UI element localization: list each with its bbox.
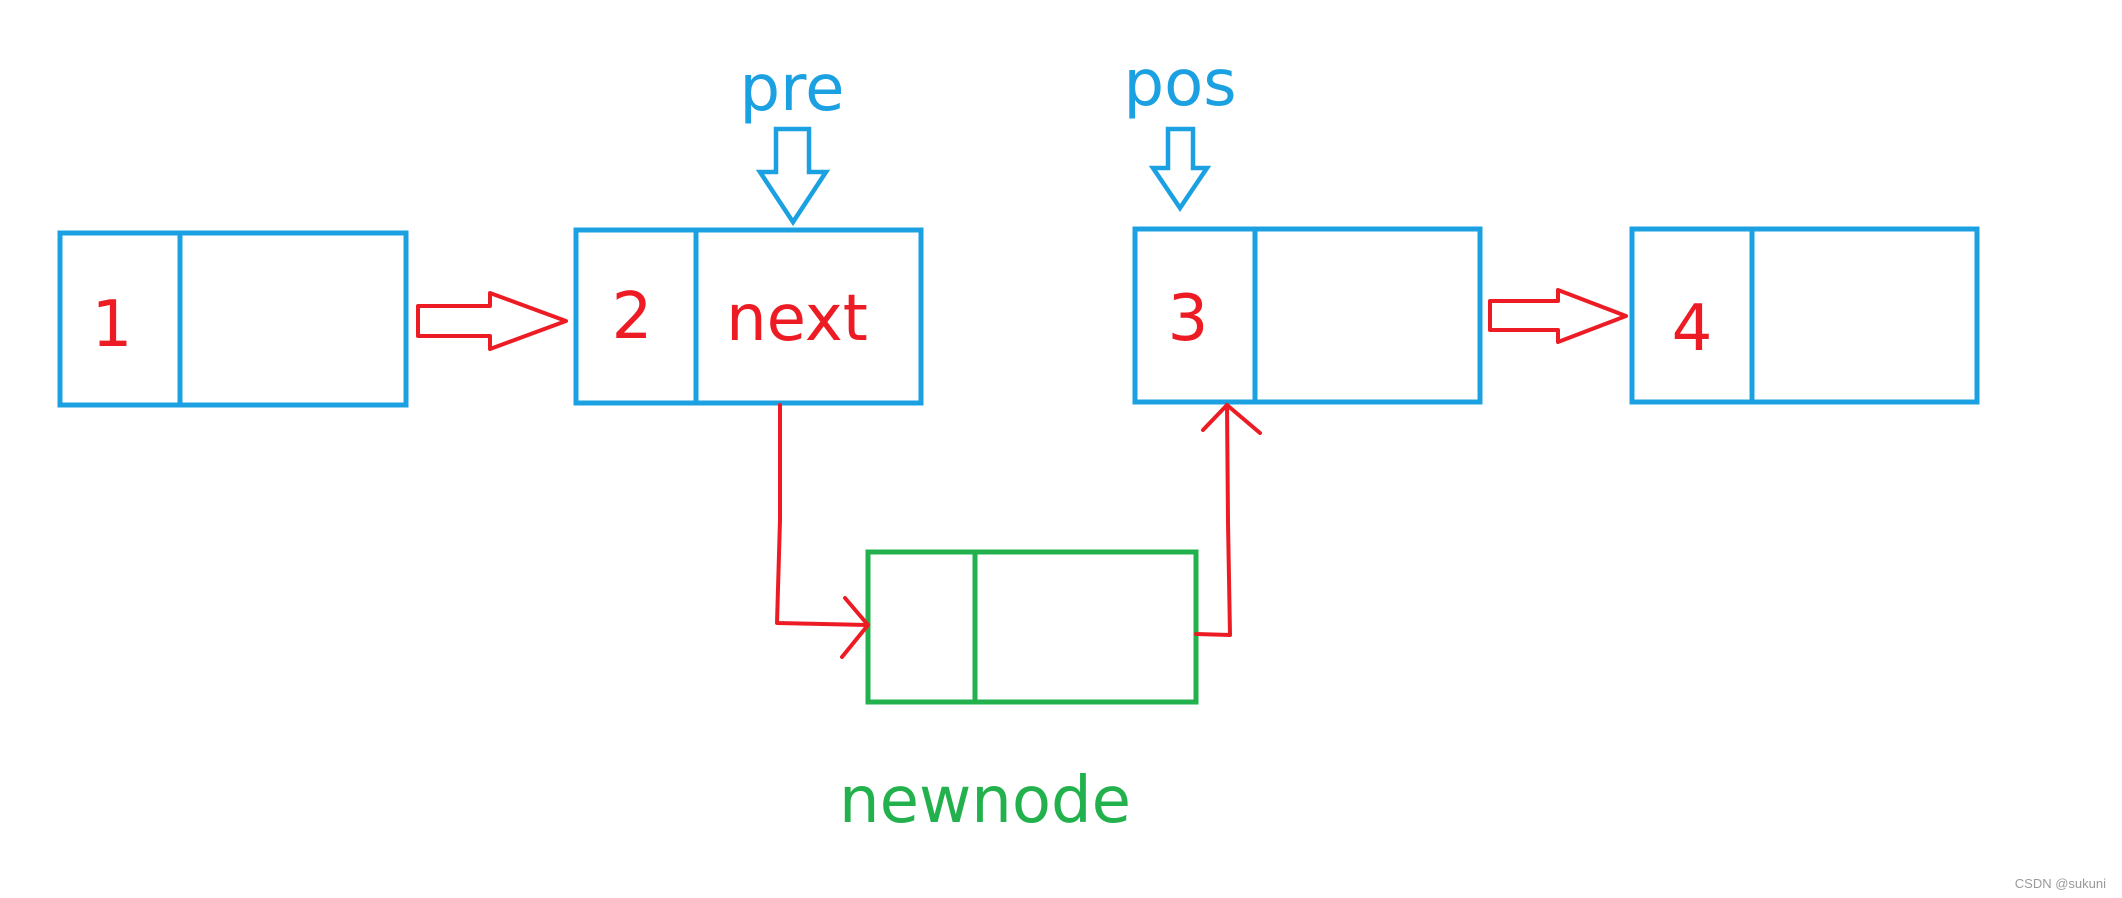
link-arrow-3-to-4	[1488, 288, 1628, 344]
link-arrow-1-to-2	[416, 291, 568, 351]
down-arrow-icon	[1148, 126, 1212, 213]
down-arrow-icon	[755, 126, 831, 227]
new-node-label: newnode	[839, 764, 1131, 838]
pos-pointer: pos	[1123, 47, 1237, 213]
arrowhead-icon	[840, 596, 870, 659]
new-node	[865, 549, 1199, 705]
node-1-value: 1	[92, 288, 133, 362]
node-2-value: 2	[612, 280, 653, 354]
pos-label: pos	[1123, 47, 1236, 121]
watermark: CSDN @sukuni	[2015, 876, 2106, 891]
list-node-1: 1	[57, 230, 409, 408]
list-node-2: 2 next	[573, 227, 924, 406]
list-node-3: 3	[1132, 226, 1483, 405]
node-2-next-label: next	[726, 282, 868, 356]
list-node-4: 4	[1629, 226, 1980, 405]
node-4-value: 4	[1672, 292, 1713, 366]
pre-label: pre	[740, 52, 845, 126]
pre-pointer: pre	[740, 52, 845, 227]
node-3-value: 3	[1168, 282, 1209, 356]
link-node-2-to-new-node	[775, 403, 870, 659]
arrowhead-icon	[1201, 403, 1262, 435]
link-new-node-to-node-3	[1194, 403, 1262, 637]
